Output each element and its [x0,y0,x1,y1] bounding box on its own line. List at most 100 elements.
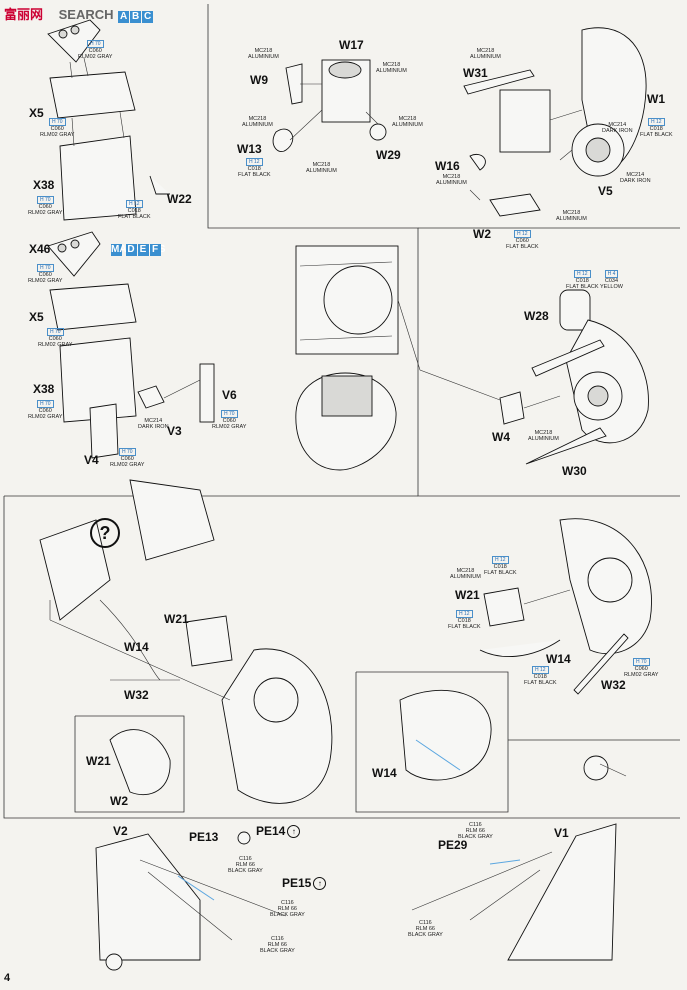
paint-name: ALUMINIUM [248,54,279,60]
part-label-w28: W28 [524,309,549,323]
paint-name: FLAT BLACK [524,680,557,686]
site-logo: 富丽网 [4,7,44,22]
pe14-text: PE14 [256,824,286,838]
paint-code: MC218 [456,568,475,574]
paint-code: MC218 [476,48,495,54]
paint-chip: H 12 [573,270,591,278]
paint-code: MC218 [534,430,553,436]
part-label-w14-b: W14 [546,652,571,666]
w28-w30-assembly [499,289,649,465]
marking-letter-e: E [137,244,149,256]
paint-name: BLACK GRAY [228,868,263,874]
paint-chip: H 12 [531,666,549,674]
paint-chip: H 4 [604,270,619,278]
part-label-w14-c: W14 [372,766,397,780]
part-label-x38-a: X38 [33,178,55,192]
paint-name: RLM02 GRAY [624,672,659,678]
paint-code: C116 [271,936,284,942]
side-panels [95,823,617,971]
page-number: 4 [4,972,11,984]
paint-name: BLACK GRAY [408,932,443,938]
paint-chip: H 70 [118,448,136,456]
paint-code: C060 [222,418,236,424]
part-label-w31: W31 [463,66,488,80]
part-label-pe14: PE14↑ [256,824,301,839]
paint-name: RLM 66 [277,906,297,912]
part-label-w16: W16 [435,159,460,173]
paint-code: C018 [457,618,471,624]
paint-code: C060 [38,204,52,210]
paint-name: ALUMINIUM [470,54,501,60]
part-label-w4: W4 [492,430,510,444]
paint-code: C116 [419,920,432,926]
paint-name: RLM02 GRAY [40,132,75,138]
part-label-w22: W22 [167,192,192,206]
paint-name: BLACK GRAY [270,912,305,918]
part-label-w21-c: W21 [455,588,480,602]
part-label-w29: W29 [376,148,401,162]
paint-name: YELLOW [600,284,623,290]
part-label-w21-b: W21 [86,754,111,768]
paint-name: DARK IRON [602,128,633,134]
part-label-v6: V6 [222,388,237,402]
part-label-w14-a: W14 [124,640,149,654]
paint-chip: H 70 [46,328,64,336]
paint-name: RLM02 GRAY [28,210,63,216]
paint-code: C060 [88,48,102,54]
paint-code: C060 [48,336,62,342]
part-label-v1: V1 [554,826,569,840]
paint-name: ALUMINIUM [242,122,273,128]
paint-code: C060 [38,272,52,278]
paint-chip: H 12 [455,610,473,618]
paint-name: RLM 66 [267,942,287,948]
part-label-w13: W13 [237,142,262,156]
right-cockpit-assembly [399,518,652,781]
paint-code: C060 [634,666,648,672]
paint-code: MC214 [608,122,627,128]
pe15-text: PE15 [282,876,312,890]
paint-chip: H 12 [647,118,665,126]
main-cockpit-assembly [39,479,333,804]
paint-code: MC218 [442,174,461,180]
paint-name: RLM02 GRAY [110,462,145,468]
paint-name: FLAT BLACK [118,214,151,220]
marking-letter-f: F [149,244,161,256]
paint-code: C018 [247,166,261,172]
paint-name: BLACK GRAY [260,948,295,954]
paint-name: RLM02 GRAY [38,342,73,348]
part-label-w32-b: W32 [601,678,626,692]
paint-name: BLACK GRAY [458,834,493,840]
paint-code: C060 [50,126,64,132]
marking-letter-d: D [125,244,137,256]
paint-chip: H 12 [491,556,509,564]
markings-def: MARKINGS DEF [110,244,165,256]
paint-code: MC218 [562,210,581,216]
paint-code: C018 [127,208,141,214]
part-label-x5-b: X5 [29,310,44,324]
paint-code: C116 [281,900,294,906]
paint-code: MC218 [254,48,273,54]
part-label-w17: W17 [339,38,364,52]
w17-assembly [272,59,387,152]
paint-name: FLAT BLACK [238,172,271,178]
marking-letter-b: B [130,11,142,23]
paint-code: MC218 [312,162,331,168]
paint-code: C018 [533,674,547,680]
